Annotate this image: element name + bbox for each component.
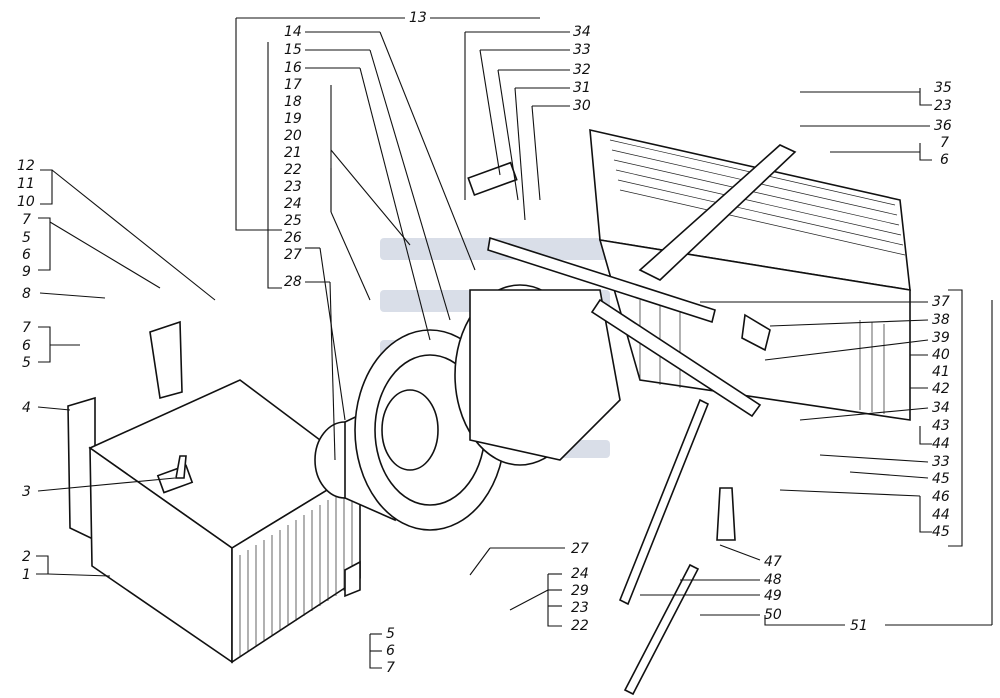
label-27: 27 [284, 247, 302, 263]
label-28: 28 [284, 274, 302, 290]
label-45: 45 [932, 471, 950, 487]
label-41: 41 [932, 364, 950, 380]
label-16: 16 [284, 60, 302, 76]
label-3: 3 [22, 484, 31, 500]
label-23: 23 [934, 98, 952, 114]
label-31: 31 [573, 80, 591, 96]
label-6: 6 [22, 247, 31, 263]
label-39: 39 [932, 330, 950, 346]
label-23: 23 [284, 179, 302, 195]
label-27: 27 [571, 541, 589, 557]
label-40: 40 [932, 347, 950, 363]
label-15: 15 [284, 42, 302, 58]
label-34: 34 [932, 400, 950, 416]
label-5: 5 [22, 355, 31, 371]
label-5: 5 [22, 230, 31, 246]
label-22: 22 [284, 162, 302, 178]
label-44: 44 [932, 507, 950, 523]
label-42: 42 [932, 381, 950, 397]
label-17: 17 [284, 77, 302, 93]
label-24: 24 [571, 566, 589, 582]
label-18: 18 [284, 94, 302, 110]
label-34: 34 [573, 24, 591, 40]
label-24: 24 [284, 196, 302, 212]
label-7: 7 [22, 212, 31, 228]
label-33: 33 [573, 42, 591, 58]
label-36: 36 [934, 118, 952, 134]
label-29: 29 [571, 583, 589, 599]
label-37: 37 [932, 294, 950, 310]
label-1: 1 [22, 567, 31, 583]
label-2: 2 [22, 549, 31, 565]
label-35: 35 [934, 80, 952, 96]
part-number-labels: 12 11 10 7 5 6 9 8 7 6 5 4 3 2 1 13 14 1… [17, 10, 952, 676]
heater-casing [67, 320, 362, 664]
label-6: 6 [386, 643, 395, 659]
label-48: 48 [764, 572, 782, 588]
label-25: 25 [284, 213, 302, 229]
label-12: 12 [17, 158, 35, 174]
label-49: 49 [764, 588, 782, 604]
label-38: 38 [932, 312, 950, 328]
label-7: 7 [386, 660, 395, 676]
label-7: 7 [940, 135, 949, 151]
label-50: 50 [764, 607, 782, 623]
label-21: 21 [284, 145, 302, 161]
label-5: 5 [386, 626, 395, 642]
label-26: 26 [284, 230, 302, 246]
label-45: 45 [932, 524, 950, 540]
label-19: 19 [284, 111, 302, 127]
label-33: 33 [932, 454, 950, 470]
heater-radiator [589, 128, 911, 421]
label-44: 44 [932, 436, 950, 452]
label-6: 6 [22, 338, 31, 354]
label-13: 13 [409, 10, 427, 26]
label-14: 14 [284, 24, 302, 40]
label-8: 8 [22, 286, 31, 302]
label-20: 20 [284, 128, 302, 144]
label-23: 23 [571, 600, 589, 616]
label-10: 10 [17, 194, 35, 210]
label-32: 32 [573, 62, 591, 78]
fan-motor-group [314, 284, 621, 531]
label-9: 9 [22, 264, 31, 280]
label-47: 47 [764, 554, 782, 570]
leader-lines [36, 17, 993, 669]
label-7: 7 [22, 320, 31, 336]
label-11: 11 [17, 176, 35, 192]
label-43: 43 [932, 418, 950, 434]
label-30: 30 [573, 98, 591, 114]
label-46: 46 [932, 489, 950, 505]
label-51: 51 [850, 618, 868, 634]
label-22: 22 [571, 618, 589, 634]
hoses-and-fittings [467, 161, 771, 696]
label-4: 4 [22, 400, 31, 416]
label-6: 6 [940, 152, 949, 168]
